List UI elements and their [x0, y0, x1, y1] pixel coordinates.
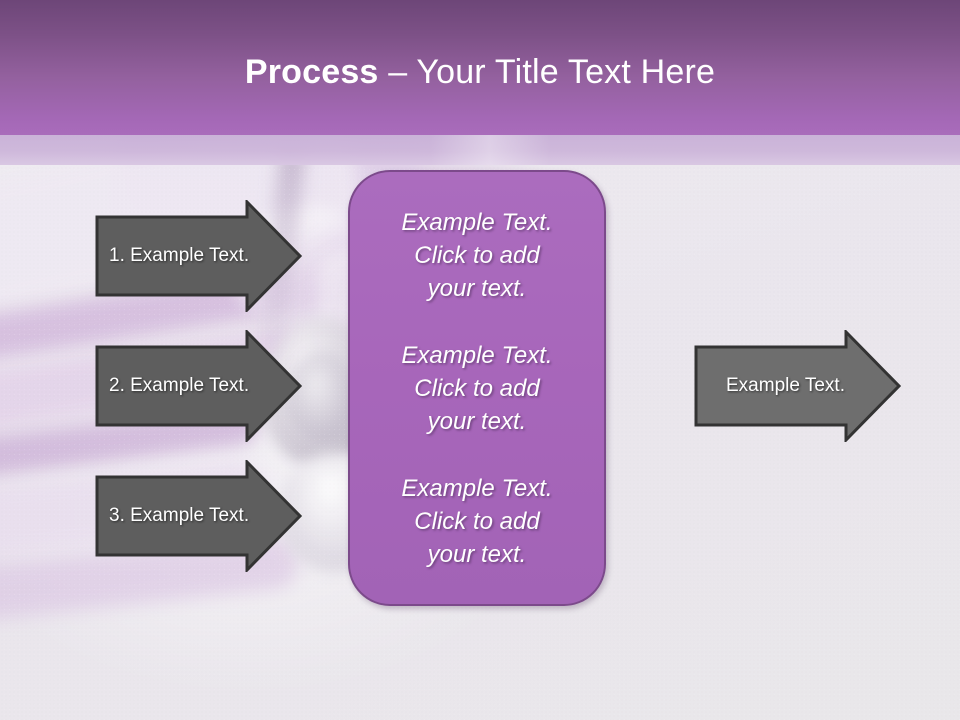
center-content-panel[interactable]: Example Text. Click to add your text. Ex… [348, 170, 606, 606]
page-title-rest: – Your Title Text Here [378, 53, 716, 91]
arrow-right-icon [694, 328, 902, 444]
center-text-block-2: Example Text. Click to add your text. [401, 341, 553, 435]
background-blurred-object [286, 352, 360, 444]
process-step-arrow-1[interactable]: 1. Example Text. [95, 198, 303, 314]
arrow-right-icon [95, 328, 303, 444]
page-title: Process – Your Title Text Here [0, 50, 960, 94]
title-accent-strip [0, 135, 960, 165]
process-step-arrow-3[interactable]: 3. Example Text. [95, 458, 303, 574]
page-title-strong: Process [244, 53, 379, 91]
center-text-block-3: Example Text. Click to add your text. [401, 474, 553, 568]
title-band [0, 0, 960, 135]
arrow-right-icon [95, 198, 303, 314]
process-step-arrow-2[interactable]: 2. Example Text. [95, 328, 303, 444]
process-outcome-arrow[interactable]: Example Text. [694, 328, 902, 444]
center-text-block-1: Example Text. Click to add your text. [401, 208, 553, 302]
arrow-right-icon [95, 458, 303, 574]
title-accent-strip-highlight [430, 135, 550, 165]
